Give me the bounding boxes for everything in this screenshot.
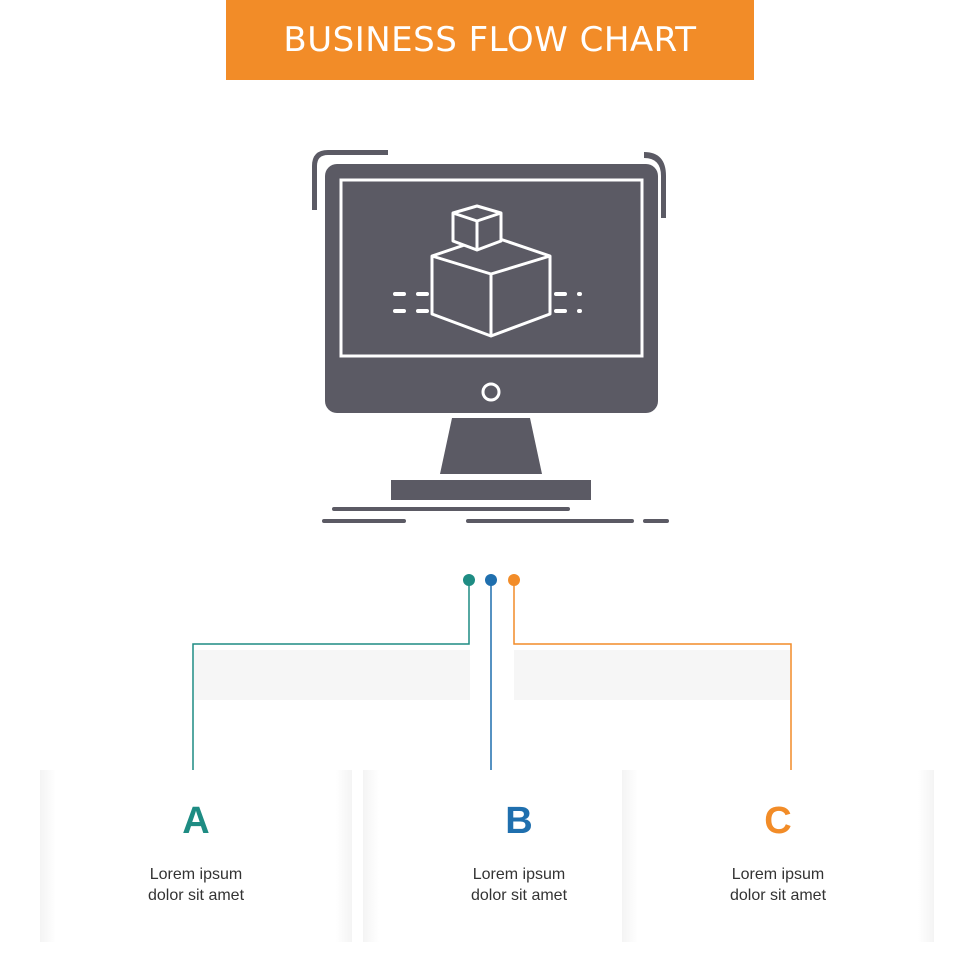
step-text-line-2: dolor sit amet	[147, 887, 245, 904]
step-text-line-2: dolor sit amet	[729, 887, 827, 904]
step-text-line-1: Lorem ipsum	[731, 866, 825, 883]
step-letter: C	[764, 800, 792, 842]
monitor-3d-cube-icon	[312, 150, 669, 523]
node-dot-c	[508, 574, 520, 586]
step-description: Lorem ipsum dolor sit amet	[622, 864, 934, 906]
step-letter: A	[182, 800, 210, 842]
node-dot-b	[485, 574, 497, 586]
step-description: Lorem ipsum dolor sit amet	[363, 864, 675, 906]
node-dot-a	[463, 574, 475, 586]
step-description: Lorem ipsum dolor sit amet	[40, 864, 352, 906]
title-banner: BUSINESS FLOW CHART	[226, 0, 754, 80]
step-card-c: C Lorem ipsum dolor sit amet	[622, 770, 934, 942]
step-text-line-2: dolor sit amet	[470, 887, 568, 904]
step-letter: B	[505, 800, 533, 842]
flow-connectors	[192, 574, 792, 782]
chart-title: BUSINESS FLOW CHART	[283, 20, 697, 60]
connector-a	[192, 584, 470, 782]
step-text-line-1: Lorem ipsum	[472, 866, 566, 883]
step-card-a: A Lorem ipsum dolor sit amet	[40, 770, 352, 942]
step-text-line-1: Lorem ipsum	[149, 866, 243, 883]
connector-c	[513, 584, 792, 782]
